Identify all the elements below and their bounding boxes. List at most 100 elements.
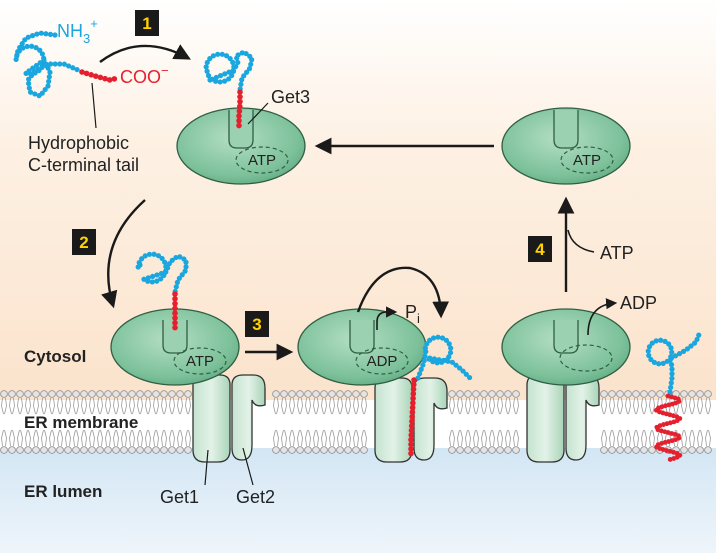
- adp-label-bound: ADP: [367, 353, 398, 370]
- polypeptide-bead: [669, 371, 675, 377]
- polypeptide-bead: [13, 56, 19, 63]
- atp-join-arrow: [567, 229, 595, 253]
- polypeptide-bead: [25, 80, 32, 87]
- lipid-tail: [689, 429, 695, 447]
- lipid-head: [632, 390, 640, 398]
- polypeptide-bead: [16, 48, 22, 54]
- lipid-tail: [105, 397, 111, 415]
- get3-pointer-line: [247, 102, 269, 125]
- polypeptide-bead: [230, 59, 236, 65]
- lipid-tail: [681, 429, 687, 447]
- atp-label-bound: ATP: [186, 353, 214, 370]
- lipid-tail: [513, 397, 519, 415]
- hydrophobic-tail-bead: [667, 457, 673, 462]
- lipid-tail: [81, 397, 87, 415]
- lipid-head: [304, 446, 312, 454]
- polypeptide-bead: [427, 337, 433, 343]
- cytosol-label: Cytosol: [24, 347, 86, 366]
- lipid-head: [288, 446, 296, 454]
- tail-pointer-line: [91, 82, 97, 129]
- polypeptide-bead: [691, 340, 698, 346]
- lipid-tail: [273, 429, 279, 447]
- polypeptide-bead: [447, 350, 454, 356]
- lipid-tail: [153, 397, 159, 415]
- lipid-head: [616, 446, 624, 454]
- lipid-tail: [145, 429, 151, 447]
- polypeptide-bead: [449, 359, 456, 365]
- lipid-head: [104, 390, 112, 398]
- nh3-label: NH3+: [57, 16, 98, 46]
- polypeptide-bead: [26, 68, 32, 74]
- lipid-head: [496, 390, 504, 398]
- svg-text:1: 1: [142, 14, 151, 33]
- lipid-head: [312, 390, 320, 398]
- lipid-head: [0, 446, 8, 454]
- lipid-tail: [649, 429, 655, 447]
- polypeptide-bead: [139, 256, 145, 262]
- lipid-head: [680, 446, 688, 454]
- polypeptide-bead: [46, 74, 52, 80]
- substrate-free: [13, 30, 118, 99]
- lipid-head: [80, 446, 88, 454]
- lipid-tail: [81, 429, 87, 447]
- polypeptide-bead: [669, 375, 675, 381]
- hydrophobic-tail-bead: [408, 423, 415, 429]
- polypeptide-bead: [662, 338, 668, 344]
- lipid-head: [96, 446, 104, 454]
- lipid-tail: [449, 429, 455, 447]
- polypeptide-bead: [151, 251, 157, 257]
- lipid-head: [104, 446, 112, 454]
- polypeptide-bead: [421, 358, 427, 364]
- lipid-tail: [353, 397, 359, 415]
- polypeptide-bead: [43, 31, 49, 37]
- lipid-tail: [17, 429, 23, 447]
- hydrophobic-tail-bead: [172, 320, 178, 326]
- polypeptide-bead: [28, 73, 35, 79]
- polypeptide-bead: [57, 61, 63, 67]
- lipid-head: [168, 390, 176, 398]
- polypeptide-bead: [431, 356, 437, 362]
- lipid-head: [336, 446, 344, 454]
- polypeptide-bead: [159, 255, 165, 262]
- lipid-tail: [49, 397, 55, 415]
- polypeptide-bead: [668, 380, 674, 386]
- polypeptide-bead: [179, 272, 185, 278]
- hydrophobic-tail-bead: [409, 413, 415, 420]
- lipid-head: [184, 390, 192, 398]
- lipid-head: [32, 390, 40, 398]
- adp-release-arrow: [587, 298, 618, 336]
- polypeptide-bead: [233, 63, 239, 70]
- polypeptide-bead: [146, 251, 153, 257]
- polypeptide-bead: [205, 73, 212, 79]
- polypeptide-bead: [145, 275, 151, 281]
- lipid-tail: [41, 429, 47, 447]
- polypeptide-bead: [149, 279, 155, 285]
- polypeptide-bead: [22, 37, 28, 43]
- lipid-tail: [25, 397, 31, 415]
- polypeptide-bead: [648, 356, 654, 363]
- polypeptide-bead: [424, 341, 430, 347]
- polypeptide-bead: [244, 69, 250, 75]
- lipid-head: [704, 446, 712, 454]
- lipid-tail: [177, 429, 183, 447]
- lipid-head: [40, 390, 48, 398]
- lipid-head: [632, 446, 640, 454]
- er-lumen-label: ER lumen: [24, 482, 102, 501]
- polypeptide-bead: [417, 371, 423, 377]
- lipid-head: [80, 390, 88, 398]
- polypeptide-bead: [24, 43, 30, 50]
- polypeptide-bead: [668, 355, 675, 361]
- polypeptide-bead: [45, 83, 51, 89]
- lipid-tail: [321, 397, 327, 415]
- polypeptide-bead: [443, 337, 449, 343]
- polypeptide-bead: [14, 52, 20, 58]
- get1-label: Get1: [160, 487, 199, 507]
- polypeptide-bead: [183, 259, 189, 265]
- lipid-head: [312, 446, 320, 454]
- lipid-head: [176, 446, 184, 454]
- lipid-head: [696, 446, 704, 454]
- lipid-tail: [89, 397, 95, 415]
- polypeptide-bead: [42, 86, 48, 93]
- polypeptide-bead: [47, 31, 54, 37]
- polypeptide-bead: [47, 61, 54, 67]
